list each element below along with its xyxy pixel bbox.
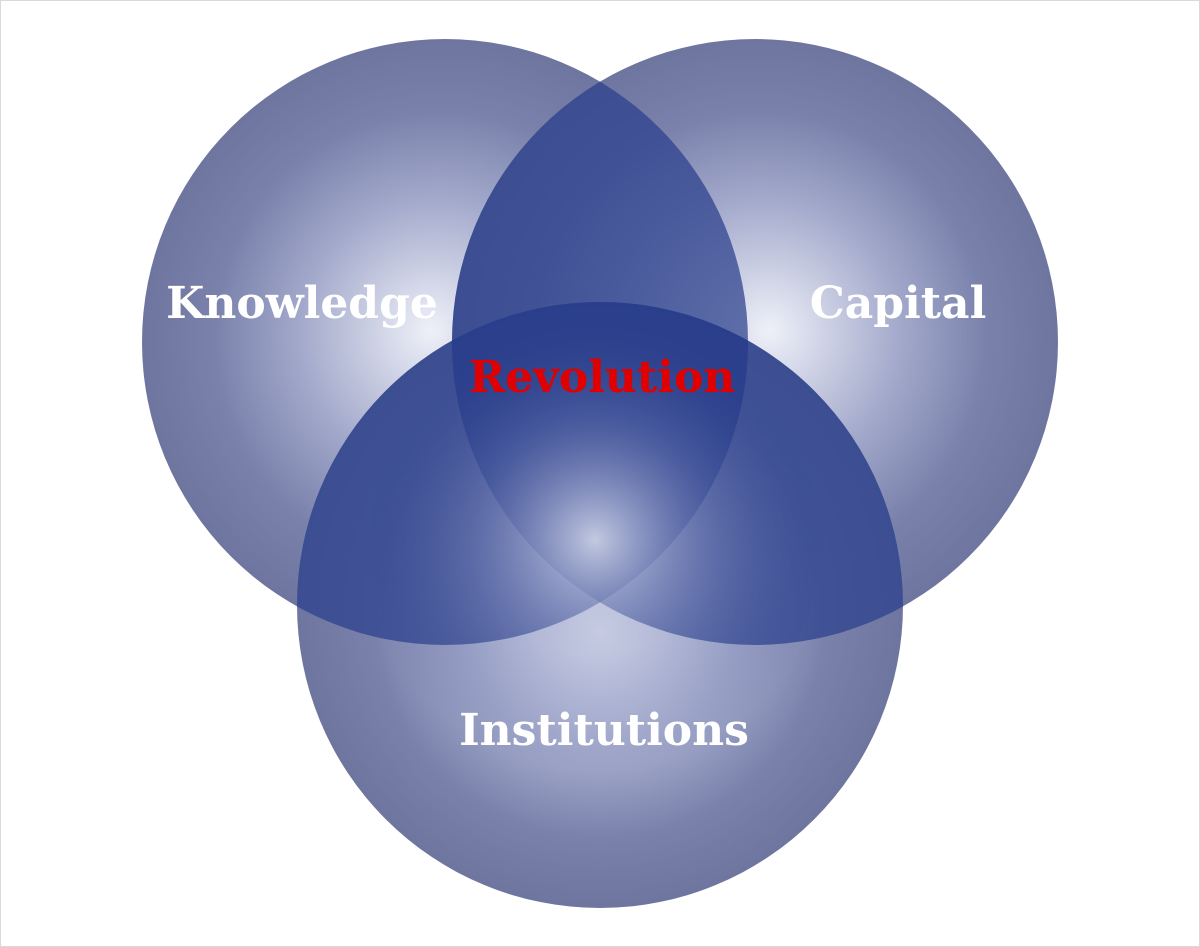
capital-label: Capital [810, 278, 987, 329]
center-glow [365, 310, 825, 770]
knowledge-label: Knowledge [166, 278, 438, 329]
revolution-label: Revolution [469, 352, 736, 403]
institutions-label: Institutions [459, 705, 749, 756]
